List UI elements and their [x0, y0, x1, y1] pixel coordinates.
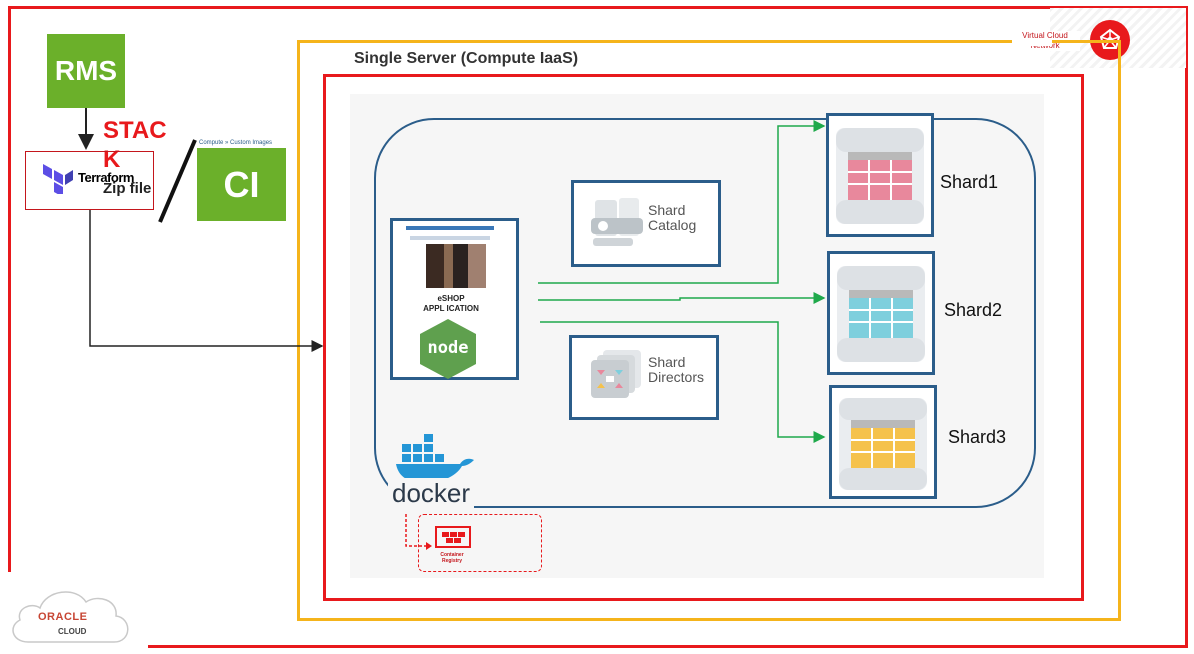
- terraform-icon: [42, 162, 74, 197]
- single-server-title: Single Server (Compute IaaS): [354, 50, 579, 67]
- ci-caption: Compute » Custom Images: [199, 140, 273, 146]
- eshop-label: eSHOP APPL ICATION: [423, 294, 479, 313]
- registry-connector: [405, 514, 432, 550]
- rms-box: RMS: [47, 34, 125, 108]
- slash-divider: [158, 139, 197, 223]
- oracle-cloud-badge: [0, 572, 148, 654]
- rms-label: RMS: [54, 55, 118, 86]
- shard3-database-icon: [839, 396, 927, 497]
- stack-label: STAC K: [103, 117, 167, 173]
- nodejs-icon: node: [418, 318, 478, 380]
- docker-label: docker: [388, 478, 475, 509]
- shard-directors-icon: [589, 348, 643, 400]
- docker-whale-icon: [394, 430, 478, 486]
- shard-catalog-icon: [589, 196, 643, 248]
- ci-label: CI: [223, 163, 260, 205]
- ci-box: CI: [197, 148, 286, 221]
- oracle-wordmark: ORACLE: [38, 611, 88, 623]
- shard2-database-icon: [837, 264, 925, 369]
- shard2-label: Shard2: [944, 300, 1003, 320]
- docker-panel: [374, 118, 1036, 508]
- terraform-box: [25, 151, 154, 210]
- shard-directors-label: Shard Directors: [648, 354, 705, 385]
- terraform-label: Terraform: [78, 170, 134, 185]
- vcn-boundary: [8, 6, 1188, 648]
- single-server-boundary: [297, 40, 1121, 621]
- shard3-label: Shard3: [948, 427, 1007, 447]
- node-label: node: [427, 338, 469, 358]
- shard-catalog-label: Shard Catalog: [648, 202, 697, 233]
- cloud-wordmark: CLOUD: [58, 627, 87, 636]
- compute-boundary: [323, 74, 1084, 601]
- vcn-icon: [1090, 20, 1130, 60]
- shard1-label: Shard1: [940, 172, 999, 192]
- shard1-database-icon: [836, 126, 924, 231]
- container-registry-icon: [433, 524, 473, 550]
- container-registry-box: [418, 514, 542, 572]
- eshop-screenshot-image: [406, 226, 494, 292]
- zip-file-label: Zip file: [103, 180, 152, 197]
- cloud-icon: [12, 591, 129, 643]
